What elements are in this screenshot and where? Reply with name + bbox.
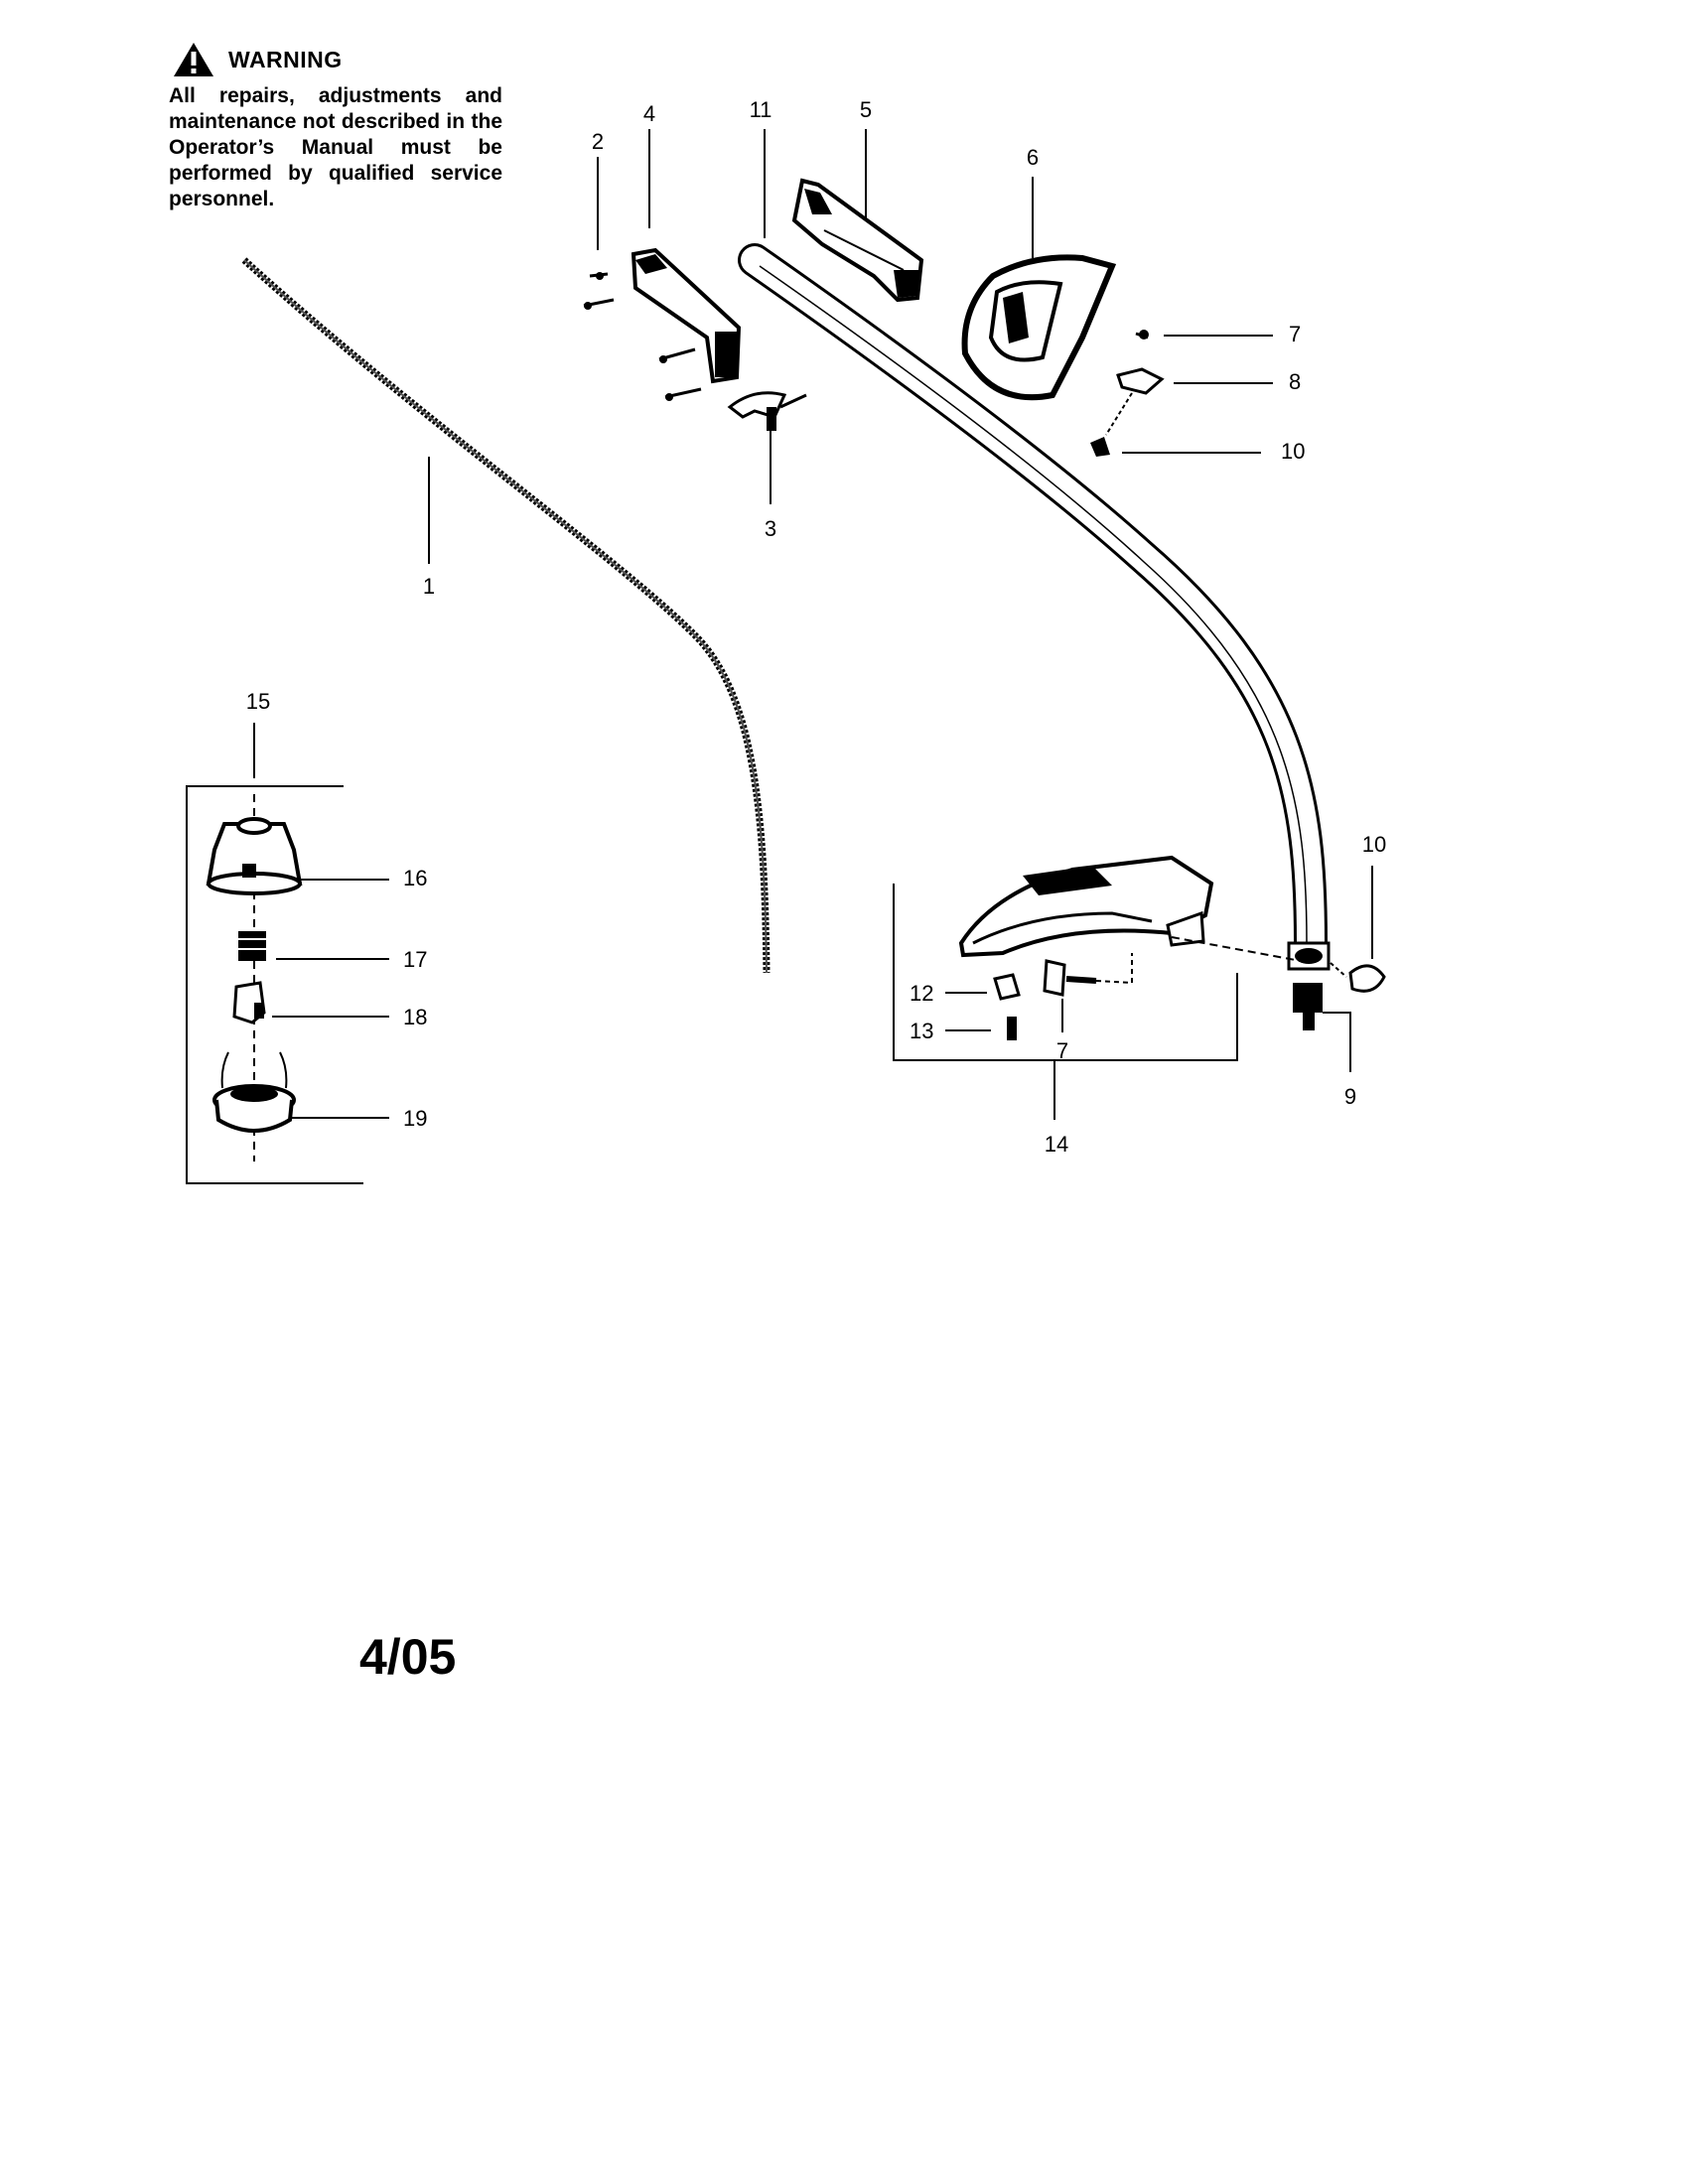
callout-19: 19 bbox=[403, 1106, 427, 1131]
callout-7-lower: 7 bbox=[1056, 1038, 1068, 1063]
callout-5: 5 bbox=[860, 97, 872, 122]
line-guard bbox=[958, 855, 1302, 962]
callout-6: 6 bbox=[1027, 145, 1039, 170]
callout-8: 8 bbox=[1289, 369, 1301, 394]
trigger-part bbox=[727, 391, 807, 431]
callout-3: 3 bbox=[765, 516, 776, 541]
drive-cable bbox=[241, 257, 771, 974]
callout-4: 4 bbox=[643, 101, 655, 126]
callout-7-upper: 7 bbox=[1289, 322, 1301, 346]
warning-triangle-icon bbox=[174, 43, 213, 76]
warning-title: WARNING bbox=[228, 46, 343, 72]
shaft-clamp bbox=[1287, 941, 1331, 1030]
d-handle bbox=[961, 254, 1117, 401]
callout-17: 17 bbox=[403, 947, 427, 972]
upper-hardware bbox=[1090, 330, 1165, 457]
callout-15: 15 bbox=[246, 689, 270, 714]
handle-part bbox=[583, 247, 742, 401]
revision-date: 4/05 bbox=[359, 1629, 457, 1685]
guard-hardware bbox=[993, 953, 1133, 1040]
handle-bracket bbox=[791, 178, 924, 303]
callout-13: 13 bbox=[910, 1019, 933, 1043]
leader-lines bbox=[186, 129, 1373, 1184]
shaft-tube bbox=[738, 243, 1328, 960]
callout-10-lower: 10 bbox=[1362, 832, 1386, 857]
callout-12: 12 bbox=[910, 981, 933, 1006]
callout-2: 2 bbox=[592, 129, 604, 154]
callout-1: 1 bbox=[423, 574, 435, 599]
wing-nut bbox=[1330, 962, 1386, 993]
warning-heading: WARNING bbox=[173, 42, 502, 77]
callout-18: 18 bbox=[403, 1005, 427, 1029]
warning-text: All repairs, adjustments and maintenance… bbox=[169, 84, 502, 210]
warning-block: WARNING All repairs, adjustments and mai… bbox=[169, 42, 502, 212]
callout-11: 11 bbox=[750, 97, 772, 122]
callout-9: 9 bbox=[1344, 1084, 1356, 1109]
callout-16: 16 bbox=[403, 866, 427, 890]
callout-14: 14 bbox=[1045, 1132, 1068, 1157]
trimmer-head-assembly bbox=[206, 794, 303, 1161]
callout-10-upper: 10 bbox=[1281, 439, 1305, 464]
